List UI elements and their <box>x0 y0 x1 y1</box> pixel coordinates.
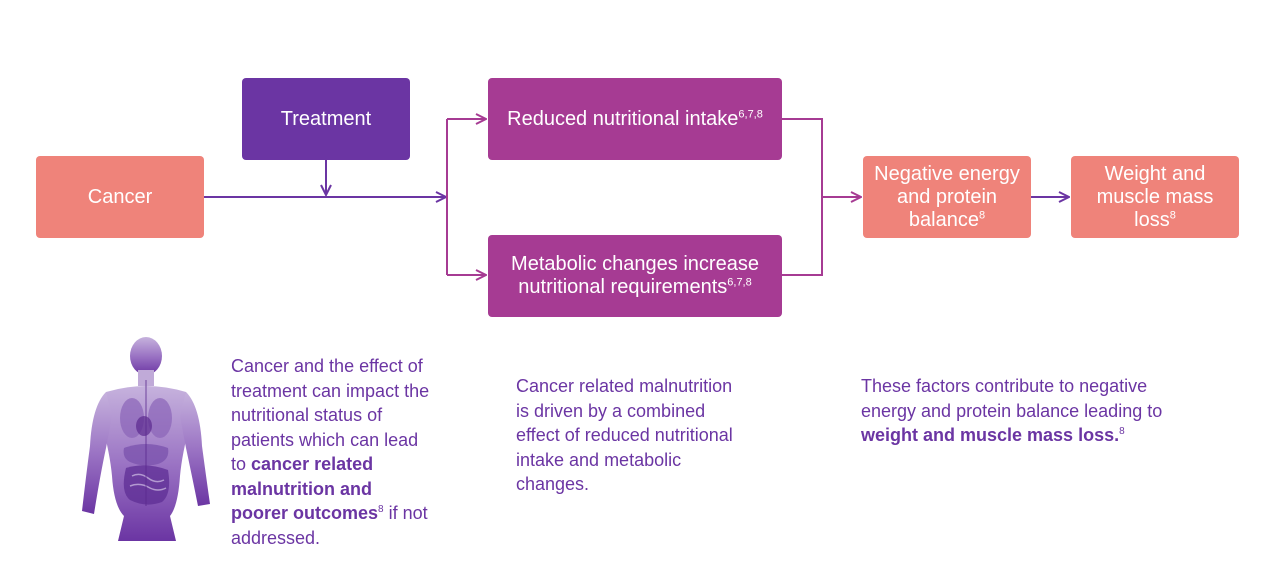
human-anatomy-icon <box>82 337 210 541</box>
treatment-label: Treatment <box>280 107 372 130</box>
reduced-intake-ref: 6,7,8 <box>738 107 763 120</box>
reduced-intake-box: Reduced nutritional intake6,7,8 <box>488 78 782 160</box>
weight-loss-ref: 8 <box>1169 208 1176 221</box>
cancer-label: Cancer <box>87 185 153 208</box>
middle-description: Cancer related malnutrition is driven by… <box>516 374 746 497</box>
right-description-ref: 8 <box>1119 426 1125 437</box>
left-description-outro: if not addressed. <box>231 503 428 548</box>
negative-balance-ref: 8 <box>978 208 986 221</box>
left-description: Cancer and the effect of treatment can i… <box>231 354 431 550</box>
metabolic-changes-ref: 6,7,8 <box>727 276 752 289</box>
cancer-box: Cancer <box>36 156 204 238</box>
left-description-bold: cancer related malnutrition and poorer o… <box>231 454 379 523</box>
metabolic-changes-box: Metabolic changes increase nutritional r… <box>488 235 782 317</box>
weight-loss-box: Weight and muscle mass loss8 <box>1071 156 1239 238</box>
right-description-intro: These factors contribute to negative ene… <box>861 376 1163 421</box>
merge-line <box>782 118 823 276</box>
negative-balance-label: Negative energy and protein balance8 <box>874 162 1020 231</box>
weight-loss-label: Weight and muscle mass loss8 <box>1096 162 1214 231</box>
metabolic-changes-label: Metabolic changes increase nutritional r… <box>511 253 759 298</box>
left-description-ref: 8 <box>378 504 384 515</box>
treatment-box: Treatment <box>242 78 410 160</box>
right-description-bold: weight and muscle mass loss. <box>861 425 1120 445</box>
negative-balance-box: Negative energy and protein balance8 <box>863 156 1031 238</box>
middle-description-text: Cancer related malnutrition is driven by… <box>516 376 733 494</box>
right-description: These factors contribute to negative ene… <box>861 374 1191 448</box>
reduced-intake-label: Reduced nutritional intake6,7,8 <box>507 107 763 130</box>
left-description-intro: Cancer and the effect of treatment can i… <box>231 356 430 474</box>
